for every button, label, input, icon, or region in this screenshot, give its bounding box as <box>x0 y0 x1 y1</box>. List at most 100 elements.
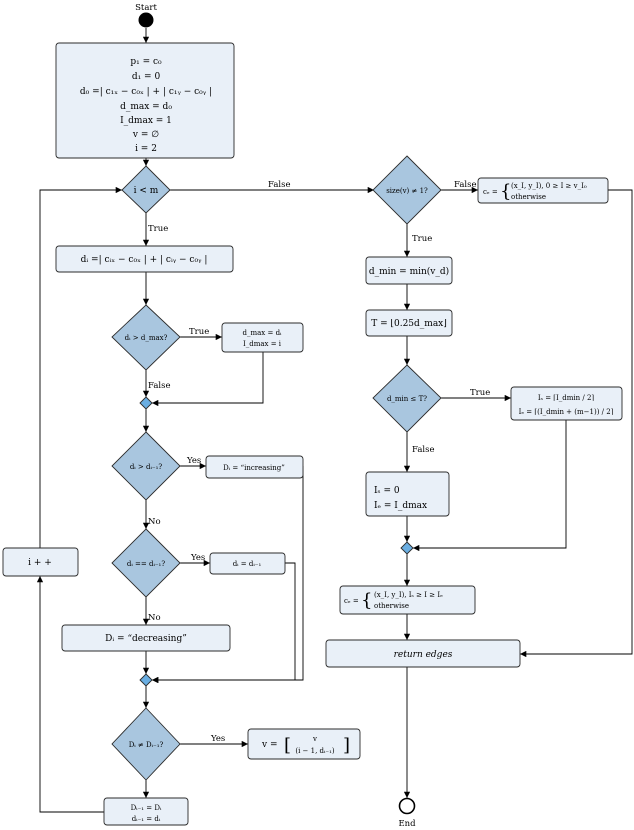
start-terminal: Start <box>135 3 157 28</box>
ce-top-row2: otherwise <box>511 193 546 201</box>
increment-box <box>2 547 79 577</box>
max-update-line-1: d_max = dᵢ <box>243 329 283 337</box>
final-ce-lhs: cₑ = <box>344 597 359 605</box>
append-block: v = [ v (i − 1, dᵢ₋₁) ] <box>247 728 361 760</box>
final-ce-brace: { <box>361 590 372 611</box>
increasing-text: Dᵢ = “increasing” <box>223 464 285 472</box>
dmin-false-box <box>365 471 450 517</box>
dmin-block: d_min = min(v_d) <box>365 256 453 285</box>
init-line-3: d₀ =| c₁ₓ − c₀ₓ | + | c₁ᵧ − c₀ᵧ | <box>80 87 212 97</box>
init-line-4: d_max = d₀ <box>120 102 172 112</box>
equal-action-box <box>209 552 286 575</box>
label-size-true: True <box>412 234 432 244</box>
equal-check: dᵢ == dᵢ₋₁? <box>111 528 181 598</box>
threshold-text: T = ⌊0.25d_max⌋ <box>371 318 447 329</box>
equal-action-text: dᵢ = dᵢ₋₁ <box>233 560 262 568</box>
size-diamond <box>372 155 442 225</box>
max-update-block: d_max = dᵢ I_dmax = i <box>221 322 304 353</box>
dmin-false-block: Iₛ = 0 Iₑ = I_dmax <box>365 471 450 517</box>
max-diamond <box>111 304 181 371</box>
decreasing-box <box>61 624 231 652</box>
dmin-diamond <box>372 364 442 433</box>
loop-cond-text: i < m <box>134 186 159 196</box>
start-label: Start <box>135 3 157 13</box>
direction-check: Dᵢ ≠ Dᵢ₋₁? <box>111 707 181 781</box>
equal-diamond <box>111 528 181 598</box>
dmin-box <box>365 256 453 285</box>
max-check: dᵢ > d_max? <box>111 304 181 371</box>
ce-top-row1: (x_I, y_I), 0 ≥ I ≥ v_I₀ <box>511 182 587 190</box>
shift-line-2: dᵢ₋₁ = dᵢ <box>132 815 161 823</box>
edge-eq-merge <box>152 562 296 684</box>
return-box <box>325 639 521 668</box>
label-inc-yes: Yes <box>186 456 201 466</box>
loop-diamond <box>121 165 171 214</box>
merge-junction-3 <box>400 541 414 555</box>
label-dir-yes: Yes <box>210 734 225 744</box>
edge-update-merge <box>152 352 264 407</box>
edges <box>36 28 633 813</box>
direction-diamond <box>111 707 181 781</box>
init-line-5: I_dmax = 1 <box>120 116 172 126</box>
loop-condition: i < m <box>121 165 171 214</box>
increasing-block: Dᵢ = “increasing” <box>205 455 304 479</box>
threshold-block: T = ⌊0.25d_max⌋ <box>365 309 453 337</box>
return-block: return edges <box>325 639 521 668</box>
max-update-line-2: I_dmax = i <box>243 340 282 348</box>
final-ce-block: cₑ = { (x_I, y_I), Iₛ ≥ I ≥ Iₑ otherwise <box>339 585 476 615</box>
ce-top-brace: { <box>500 181 511 202</box>
decreasing-block: Dᵢ = “decreasing” <box>61 624 231 652</box>
distance-block: dᵢ =| cᵢₓ − c₀ₓ | + | cᵢᵧ − c₀ᵧ | <box>55 245 234 273</box>
label-dmin-true: True <box>470 388 490 398</box>
label-size-false: False <box>454 180 477 190</box>
edge-labels: True False True False Yes No Yes No Yes … <box>148 180 490 744</box>
append-lhs: v = <box>261 740 278 750</box>
dmin-true-line-1: Iₛ = ⌈I_dmin / 2⌉ <box>538 394 594 402</box>
final-ce-row2: otherwise <box>374 602 409 610</box>
dmin-text: d_min = min(v_d) <box>369 266 449 277</box>
increment-text: i + + <box>28 558 52 568</box>
ce-block-top: cₑ = { (x_I, y_I), 0 ≥ I ≥ v_I₀ otherwis… <box>477 177 609 204</box>
label-max-true: True <box>189 327 209 337</box>
max-update-box <box>221 322 304 353</box>
init-line-6: v = ∅ <box>132 130 159 140</box>
label-inc-no: No <box>148 517 161 527</box>
end-node <box>398 797 416 815</box>
merge-junction-2 <box>139 673 153 687</box>
increase-cond-text: dᵢ > dᵢ₋₁? <box>130 463 163 471</box>
end-terminal: End <box>398 797 416 829</box>
distance-text: dᵢ =| cᵢₓ − c₀ₓ | + | cᵢᵧ − c₀ᵧ | <box>81 255 208 265</box>
label-loop-true: True <box>148 224 168 234</box>
dmin-check: d_min ≤ T? <box>372 364 442 433</box>
dmin-true-block: Iₛ = ⌈I_dmin / 2⌉ Iₑ = ⌈(I_dmin + (m−1))… <box>510 386 623 421</box>
increase-check: dᵢ > dᵢ₋₁? <box>111 431 181 501</box>
shift-line-1: Dᵢ₋₁ = Dᵢ <box>131 804 162 812</box>
max-cond-text: dᵢ > d_max? <box>125 334 168 342</box>
final-ce-row1: (x_I, y_I), Iₛ ≥ I ≥ Iₑ <box>374 591 443 599</box>
threshold-box <box>365 309 453 337</box>
label-dmin-false: False <box>412 445 435 455</box>
dmin-false-line-2: Iₑ = I_dmax <box>374 501 427 511</box>
increment-block: i + + <box>2 547 79 577</box>
return-text: return edges <box>394 650 453 660</box>
append-bracket-left: [ <box>284 735 291 756</box>
size-cond-text: size(v) ≠ 1? <box>386 187 428 195</box>
increasing-box <box>205 455 304 479</box>
size-check: size(v) ≠ 1? <box>372 155 442 225</box>
start-node <box>138 12 154 28</box>
equal-action-block: dᵢ = dᵢ₋₁ <box>209 552 286 575</box>
init-line-1: p₁ = c₀ <box>130 57 162 67</box>
init-box <box>55 42 235 159</box>
init-line-7: i = 2 <box>135 144 157 154</box>
edge-shift-inc <box>36 576 104 813</box>
ce-top-box <box>477 177 609 204</box>
decreasing-text: Dᵢ = “decreasing” <box>105 633 187 644</box>
append-bracket-right: ] <box>343 735 350 756</box>
edge-ce-return <box>520 189 633 658</box>
ce-top-lhs: cₑ = <box>483 188 498 196</box>
final-ce-box <box>339 585 476 615</box>
edge-trueblock-merge <box>413 420 567 552</box>
distance-box <box>55 245 234 273</box>
increase-diamond <box>111 431 181 501</box>
